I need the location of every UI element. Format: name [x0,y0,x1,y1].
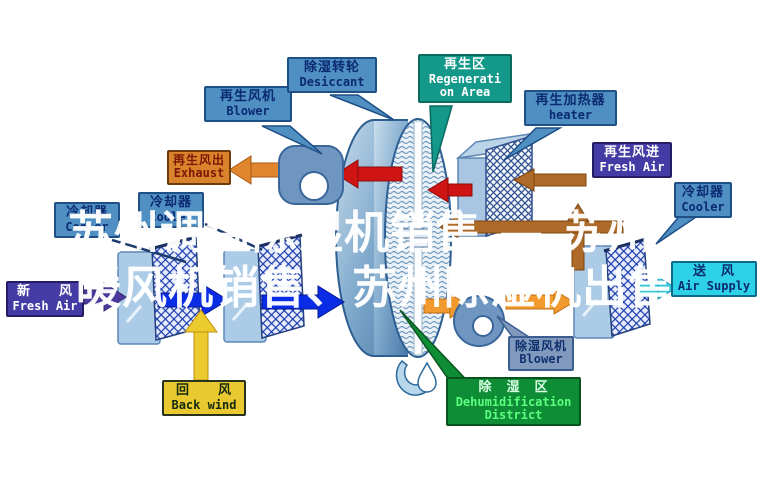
label-cooler-mid: 冷却器 Cooler [138,192,204,228]
label-cooler-left: 冷却器 Cooler [54,202,120,238]
label-dehum-blower-en: Blower [519,352,563,367]
coil-unit-left-2 [223,233,305,343]
label-dehum-district-cn: 除 湿 区 [478,380,549,395]
dehum-blower-pump [453,295,505,347]
label-regen-fresh-air: 再生风进 Fresh Air [592,142,672,178]
purple-fresh-air-arrow-icon [83,282,127,312]
blue-airflow-arrow-2-icon [261,285,345,319]
label-cooler-mid-en: Cooler [149,209,193,224]
label-regen-area-en2: on Area [439,84,491,99]
label-exhaust-en: Exhaust [173,166,225,181]
label-fresh-air-cn: 新 风 [16,284,73,299]
label-desiccant: 除湿转轮 Desiccant [287,57,377,93]
label-regen-area-en1: Regenerati [428,71,502,86]
water-droplet-icon [395,359,437,396]
label-desiccant-cn: 除湿转轮 [303,60,360,75]
brown-duct-arrow-icon [439,215,624,239]
label-regen-area: 再生区 Regenerati on Area [418,54,512,104]
blue-airflow-arrow-1-icon [157,283,229,317]
label-dehum-district-en2: District [484,407,543,422]
label-cooler-left-cn: 冷却器 [65,205,108,220]
label-cooler-left-en: Cooler [65,219,109,234]
label-regen-fresh-air-en: Fresh Air [599,159,665,174]
label-air-supply: 送 风 Air Supply [671,261,757,297]
red-arrow-heater-to-wheel-icon [427,177,473,203]
label-regen-blower: 再生风机 Blower [204,86,292,122]
label-back-wind: 回 风 Back wind [162,380,246,416]
label-regen-blower-en: Blower [226,103,270,118]
label-dehum-blower-cn: 除湿风机 [514,339,567,353]
label-dehum-district-en1: Dehumidification [455,394,572,409]
red-arrow-wheel-to-blower-icon [335,159,403,189]
label-back-wind-en: Back wind [171,397,237,412]
label-air-supply-cn: 送 风 [692,264,735,279]
label-dehum-district: 除 湿 区 Dehumidification District [446,377,581,427]
callout-desiccant [329,94,395,121]
unit-handle-icon [125,305,143,323]
label-fresh-air: 新 风 Fresh Air [6,281,84,317]
label-air-supply-en: Air Supply [677,278,751,293]
regen-blower-pump [278,145,344,205]
label-fresh-air-en: Fresh Air [12,298,78,313]
label-regen-heater-en: heater [548,107,593,122]
label-exhaust: 再生风出 Exhaust [167,150,231,185]
label-cooler-top-right-cn: 冷却器 [681,185,724,200]
callout-regen-heater [503,127,563,161]
label-regen-area-cn: 再生区 [443,57,486,72]
label-cooler-top-right: 冷却器 Cooler [674,182,732,218]
label-cooler-mid-cn: 冷却器 [149,195,192,210]
cyan-supply-arrow-icon [637,276,677,300]
exhaust-arrow-icon [228,155,284,185]
label-regen-heater: 再生加热器 heater [524,90,617,126]
label-cooler-top-right-en: Cooler [681,199,725,214]
callout-regen-blower [261,125,323,155]
orange-arrow-from-blower-icon [505,289,575,315]
callout-cooler-mid-line [204,222,263,252]
unit-handle-icon [231,303,249,321]
label-back-wind-cn: 回 风 [175,383,232,398]
brown-arrow-into-heater-icon [512,168,587,192]
label-exhaust-cn: 再生风出 [172,153,225,167]
unit-handle-icon [581,299,599,317]
label-regen-blower-cn: 再生风机 [219,89,276,104]
label-regen-heater-cn: 再生加热器 [535,93,606,108]
label-desiccant-en: Desiccant [299,74,365,89]
label-dehum-blower: 除湿风机 Blower [508,336,574,371]
callout-regen-area [429,105,453,173]
callout-cooler-left-line [111,238,187,264]
yellow-return-air-arrow-icon [184,309,218,381]
label-regen-fresh-air-cn: 再生风进 [603,145,660,160]
